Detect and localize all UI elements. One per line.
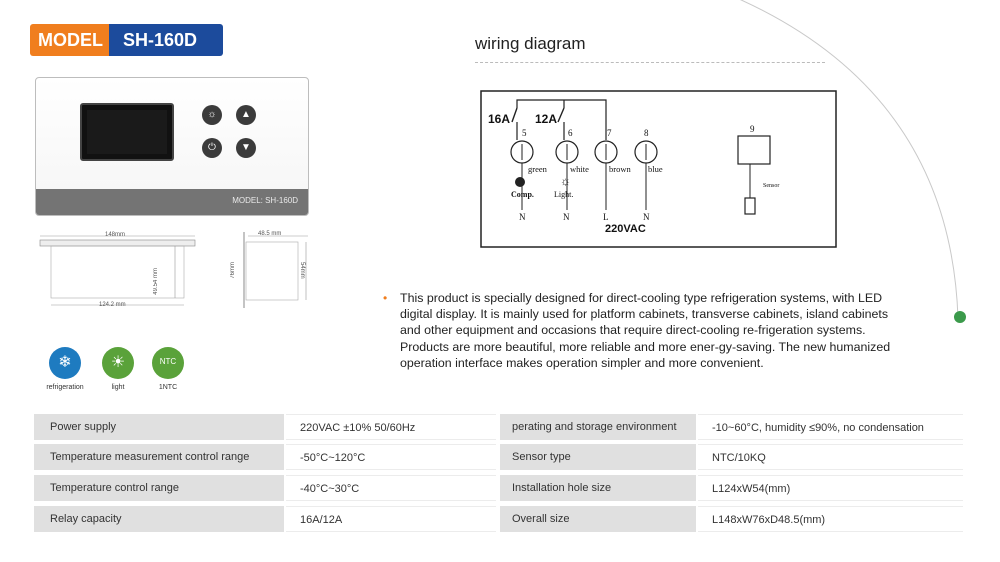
bottom-l: L bbox=[603, 212, 609, 222]
led-display bbox=[80, 103, 174, 161]
light-button-icon: ☼ bbox=[202, 105, 222, 125]
spec-key: perating and storage environment bbox=[500, 414, 696, 440]
wiring-diagram bbox=[480, 90, 837, 248]
spec-value: -40°C~30°C bbox=[286, 475, 496, 501]
load-comp: Comp. bbox=[511, 190, 534, 199]
title-underline bbox=[475, 62, 825, 63]
wire-white: white bbox=[570, 164, 589, 174]
model-prefix: MODEL bbox=[30, 24, 109, 56]
spec-key: Temperature measurement control range bbox=[34, 444, 284, 470]
ntc-icon: NTC bbox=[152, 347, 184, 379]
top-dimension-drawing bbox=[39, 235, 196, 306]
decorative-arc bbox=[739, 0, 966, 323]
strip-label: MODEL: SH-160D bbox=[232, 196, 298, 205]
dim-height-right: 54mm bbox=[299, 262, 305, 279]
terminal-5: 5 bbox=[522, 128, 527, 138]
spec-key: Temperature control range bbox=[34, 475, 284, 501]
spec-value: 16A/12A bbox=[286, 506, 496, 532]
lightbulb-icon: ☀ bbox=[102, 347, 134, 379]
green-dot bbox=[954, 311, 966, 323]
controller-front-view: ☼ ▲ ⏻ ▼ MODEL: SH-160D bbox=[35, 77, 309, 216]
side-dimension-drawing bbox=[243, 232, 308, 308]
terminal-7: 7 bbox=[607, 128, 612, 138]
terminal-6: 6 bbox=[568, 128, 573, 138]
dim-width-top: 148mm bbox=[105, 232, 126, 238]
load-light: Light. bbox=[554, 190, 574, 199]
model-name: SH-160D bbox=[109, 24, 224, 56]
snowflake-icon: ❄ bbox=[49, 347, 81, 379]
voltage-label: 220VAC bbox=[605, 223, 646, 235]
wire-blue: blue bbox=[648, 164, 663, 174]
dim-width-bottom: 124.2 mm bbox=[99, 302, 126, 308]
spec-key: Power supply bbox=[34, 414, 284, 440]
spec-key: Overall size bbox=[500, 506, 696, 532]
bullet-icon: • bbox=[383, 291, 388, 305]
terminal-9: 9 bbox=[750, 124, 755, 134]
product-description: This product is specially designed for d… bbox=[400, 291, 891, 370]
feature-label-refrigeration: refrigeration bbox=[46, 384, 84, 391]
bottom-n2: N bbox=[563, 212, 570, 222]
sun-icon: ☼ bbox=[560, 174, 571, 188]
relay-12a-label: 12A bbox=[535, 112, 558, 126]
model-badge: MODEL SH-160D bbox=[30, 24, 224, 56]
down-button-icon: ▼ bbox=[236, 138, 256, 158]
bottom-n3: N bbox=[643, 212, 650, 222]
spec-row: Temperature control range -40°C~30°C Ins… bbox=[34, 475, 963, 501]
spec-key: Installation hole size bbox=[500, 475, 696, 501]
spec-value: L148xW76xD48.5(mm) bbox=[698, 506, 963, 532]
bottom-n1: N bbox=[519, 212, 526, 222]
power-button-icon: ⏻ bbox=[202, 138, 222, 158]
model-strip: MODEL: SH-160D bbox=[36, 189, 308, 215]
spec-value: L124xW54(mm) bbox=[698, 475, 963, 501]
sensor-label: Sensor bbox=[763, 183, 780, 189]
ntc-badge-text: NTC bbox=[159, 357, 177, 366]
spec-row: Temperature measurement control range -5… bbox=[34, 444, 963, 470]
dim-height-left: 76mm bbox=[230, 262, 236, 279]
spec-row: Relay capacity 16A/12A Overall size L148… bbox=[34, 506, 963, 532]
wire-green: green bbox=[528, 164, 547, 174]
feature-label-light: light bbox=[111, 384, 125, 391]
terminal-8: 8 bbox=[644, 128, 649, 138]
spec-value: -10~60°C, humidity ≤90%, no condensation bbox=[698, 414, 963, 440]
dim-depth: 48.5 mm bbox=[258, 231, 282, 237]
spec-value: 220VAC ±10% 50/60Hz bbox=[286, 414, 496, 440]
relay-16a-label: 16A bbox=[488, 112, 511, 126]
spec-value: -50°C~120°C bbox=[286, 444, 496, 470]
spec-value: NTC/10KQ bbox=[698, 444, 963, 470]
wire-brown: brown bbox=[609, 164, 631, 174]
spec-key: Relay capacity bbox=[34, 506, 284, 532]
dim-height-side: 49.54 mm bbox=[153, 268, 159, 295]
feature-label-ntc: 1NTC bbox=[158, 384, 178, 391]
spec-row: Power supply 220VAC ±10% 50/60Hz peratin… bbox=[34, 414, 963, 440]
wiring-title: wiring diagram bbox=[475, 34, 586, 53]
up-button-icon: ▲ bbox=[236, 105, 256, 125]
spec-key: Sensor type bbox=[500, 444, 696, 470]
